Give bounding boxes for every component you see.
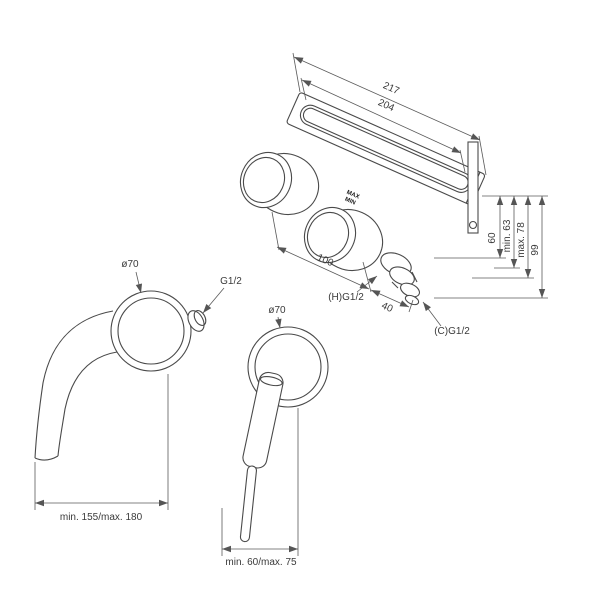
cold-connection-label: (C)G1/2 (434, 326, 470, 337)
handle-diameter-callout: ø70 (268, 305, 286, 329)
hot-connection-label: (H)G1/2 (328, 292, 364, 303)
spout-flange-outer (110, 290, 192, 372)
spout-diameter-label: ø70 (121, 259, 139, 270)
spout-reach-dimension: min. 155/max. 180 (34, 374, 169, 523)
max-label: MAX (345, 190, 360, 201)
handle-flange-inner (254, 333, 322, 401)
handle-lever (239, 465, 257, 543)
depth-dimensions: 60 min. 63 max. 78 99 (434, 195, 548, 299)
handle-body (242, 371, 284, 469)
handle-reach-dimension: min. 60/max. 75 (221, 408, 299, 568)
spout-tube (34, 310, 118, 461)
dim-plate-length-label: 217 (381, 80, 401, 97)
dim-depth-min-label: min. 63 (502, 219, 513, 252)
assembly-view: MAX MIN 217 204 100 40 (239, 52, 548, 337)
valve-knob-right (303, 206, 384, 272)
valve-knob-left (239, 151, 320, 216)
dim-depth-max-label: max. 78 (516, 222, 527, 258)
max-min-marking: MAX MIN (344, 190, 360, 207)
dim-gasket-length-label: 204 (376, 97, 396, 114)
handle-diameter-label: ø70 (268, 305, 286, 316)
dim-depth-total-label: 99 (530, 244, 541, 256)
spout-reach-label: min. 155/max. 180 (60, 512, 143, 523)
spout-thread-label: G1/2 (220, 276, 242, 287)
outlet-union (380, 252, 421, 306)
dim-depth-60-label: 60 (487, 232, 498, 244)
spout-flange-inner (117, 297, 185, 365)
spout-view: ø70 G1/2 min. 155/max. 180 (34, 259, 242, 523)
handle-view: ø70 min. 60/max. 75 (221, 305, 329, 568)
handle-reach-label: min. 60/max. 75 (225, 557, 297, 568)
spout-thread-callout: G1/2 (202, 276, 242, 314)
connection-labels: (H)G1/2 (C)G1/2 (328, 275, 470, 337)
bracket-screw (468, 220, 478, 230)
min-label: MIN (344, 197, 356, 207)
dim-outlet-offset-label: 40 (380, 300, 395, 315)
dim-outlet-offset: 40 (370, 289, 414, 315)
bracket-end (467, 141, 479, 234)
spout-diameter-callout: ø70 (121, 259, 143, 294)
